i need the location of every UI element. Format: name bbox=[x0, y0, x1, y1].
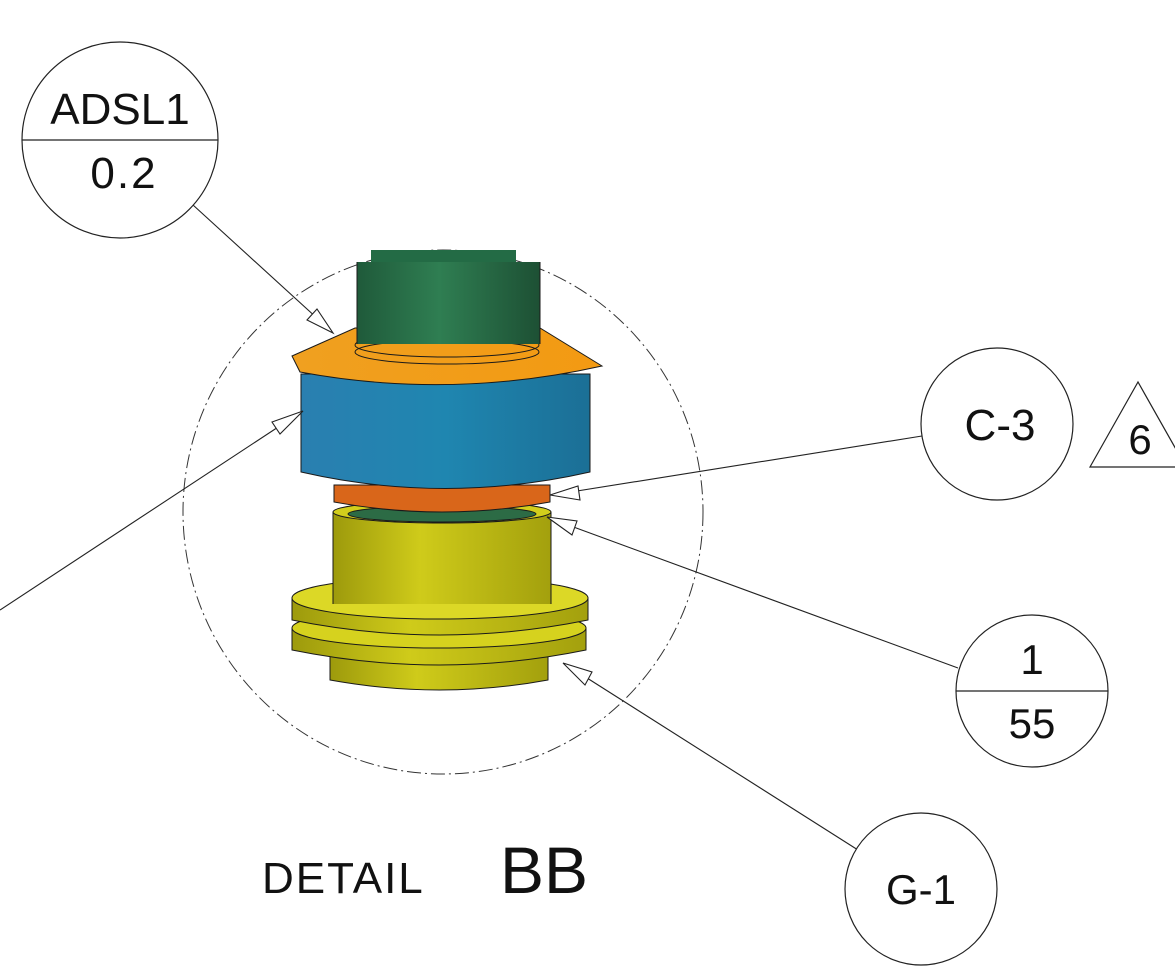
leader-g1 bbox=[562, 662, 859, 851]
revision-triangle-label: 6 bbox=[1128, 416, 1151, 463]
view-label-name: BB bbox=[500, 833, 588, 907]
balloon-c3-label: C-3 bbox=[965, 401, 1036, 450]
balloon-g1-label: G-1 bbox=[886, 866, 956, 913]
assembly-part bbox=[291, 250, 604, 691]
balloon-1-55: 1 55 bbox=[955, 614, 1109, 768]
orange-ring bbox=[333, 484, 551, 513]
leader-left-unlabeled bbox=[0, 410, 304, 611]
leader-c3 bbox=[549, 435, 923, 501]
balloon-adsl1-top: ADSL1 bbox=[50, 85, 189, 134]
bushing-body bbox=[332, 500, 552, 604]
view-label-prefix: DETAIL bbox=[262, 854, 425, 903]
balloon-1-55-top: 1 bbox=[1020, 636, 1043, 683]
balloon-adsl1: ADSL1 0.2 bbox=[21, 41, 219, 239]
leader-adsl1 bbox=[192, 204, 335, 335]
balloon-adsl1-bottom: 0.2 bbox=[90, 149, 157, 198]
balloon-c3: C-3 bbox=[920, 347, 1074, 501]
balloon-1-55-bottom: 55 bbox=[1009, 700, 1056, 747]
view-label: DETAIL BB bbox=[262, 833, 588, 907]
leader-1-55 bbox=[546, 516, 959, 669]
blue-band bbox=[300, 373, 591, 489]
revision-triangle: 6 bbox=[1088, 380, 1175, 468]
green-shaft bbox=[356, 250, 541, 344]
balloon-g1: G-1 bbox=[844, 812, 998, 966]
